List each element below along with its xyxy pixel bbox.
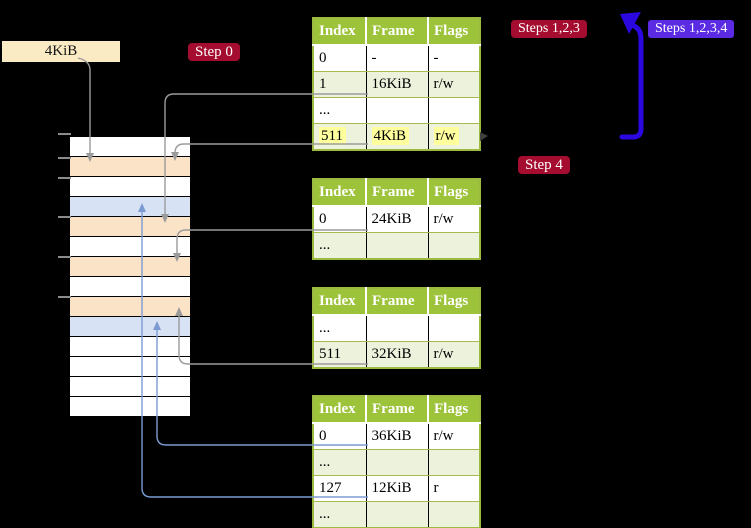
index-cell: 0 <box>313 206 367 233</box>
column-header-index: Index <box>313 288 367 316</box>
memory-frame-row-9 <box>70 317 190 336</box>
table-row: ... <box>313 97 480 124</box>
flags-cell: r/w <box>428 341 480 368</box>
highlighted-value: r/w <box>433 127 459 145</box>
table-address-label: 4KiB <box>2 41 120 62</box>
flags-cell: r/w <box>428 423 480 450</box>
table-row: 511 4KiB r/w <box>313 123 480 150</box>
memory-frame-row-12 <box>70 377 190 396</box>
index-cell: 511 <box>313 123 367 150</box>
flags-cell <box>428 315 480 342</box>
address-tick <box>58 177 71 179</box>
index-cell: ... <box>313 232 367 259</box>
steps1234-badge: Steps 1,2,3,4 <box>648 20 735 38</box>
index-cell: 0 <box>313 423 367 450</box>
memory-frame-row-3 <box>70 197 190 216</box>
frame-cell: 32KiB <box>366 341 429 368</box>
steps1234-loop-arrowhead <box>620 12 641 34</box>
column-header-flags: Flags <box>428 18 480 46</box>
frame-cell <box>366 97 429 124</box>
frame-cell <box>366 449 429 476</box>
address-tick <box>58 256 71 258</box>
index-cell: ... <box>313 449 367 476</box>
highlighted-value: 4KiB <box>371 127 410 145</box>
memory-frame-row-11 <box>70 357 190 376</box>
index-cell: 1 <box>313 71 367 98</box>
frame-cell: 24KiB <box>366 206 429 233</box>
frame-cell <box>366 232 429 259</box>
column-header-index: Index <box>313 396 367 424</box>
flags-cell: - <box>428 45 480 72</box>
memory-frame-row-2 <box>70 177 190 196</box>
index-cell: 0 <box>313 45 367 72</box>
frame-cell: 4KiB <box>366 123 429 150</box>
column-header-index: Index <box>313 18 367 46</box>
flags-cell: r/w <box>428 71 480 98</box>
address-tick <box>58 157 71 159</box>
index-cell: 511 <box>313 341 367 368</box>
memory-frame-row-7 <box>70 277 190 296</box>
step4-badge: Step 4 <box>518 156 570 174</box>
flags-cell <box>428 97 480 124</box>
highlighted-value: 511 <box>319 127 346 145</box>
frame-cell: 12KiB <box>366 475 429 502</box>
column-header-flags: Flags <box>428 396 480 424</box>
index-cell: ... <box>313 501 367 528</box>
column-header-index: Index <box>313 179 367 207</box>
memory-frame-row-10 <box>70 337 190 356</box>
column-header-frame: Frame <box>366 396 429 424</box>
frame-cell: - <box>366 45 429 72</box>
table-row: ... <box>313 315 480 342</box>
address-tick <box>58 216 71 218</box>
frame-cell <box>366 315 429 342</box>
memory-frame-row-4 <box>70 217 190 236</box>
index-cell: ... <box>313 97 367 124</box>
column-header-flags: Flags <box>428 288 480 316</box>
memory-frame-row-0 <box>70 137 190 156</box>
index-cell: ... <box>313 315 367 342</box>
table-row: ... <box>313 501 480 528</box>
address-tick <box>58 133 71 135</box>
flags-cell: r <box>428 475 480 502</box>
memory-frame-row-5 <box>70 237 190 256</box>
steps1234-loop-arrow <box>619 22 644 140</box>
flags-cell: r/w <box>428 123 480 150</box>
memory-frame-row-8 <box>70 297 190 316</box>
table-row: ... <box>313 449 480 476</box>
column-header-frame: Frame <box>366 18 429 46</box>
flags-cell <box>428 501 480 528</box>
index-cell: 127 <box>313 475 367 502</box>
memory-frame-row-1 <box>70 157 190 176</box>
flags-cell <box>428 449 480 476</box>
column-header-frame: Frame <box>366 288 429 316</box>
flags-cell <box>428 232 480 259</box>
memory-frame-row-6 <box>70 257 190 276</box>
frame-cell <box>366 501 429 528</box>
table-row: 0-- <box>313 45 480 72</box>
address-tick <box>58 296 71 298</box>
column-header-frame: Frame <box>366 179 429 207</box>
table-row: ... <box>313 232 480 259</box>
steps123-badge: Steps 1,2,3 <box>511 20 587 38</box>
memory-frame-row-13 <box>70 397 190 416</box>
t1-entry511-side-nub <box>480 132 488 141</box>
step0-badge: Step 0 <box>188 43 240 61</box>
frame-cell: 16KiB <box>366 71 429 98</box>
flags-cell: r/w <box>428 206 480 233</box>
column-header-flags: Flags <box>428 179 480 207</box>
frame-cell: 36KiB <box>366 423 429 450</box>
physical-memory-column <box>70 137 190 417</box>
